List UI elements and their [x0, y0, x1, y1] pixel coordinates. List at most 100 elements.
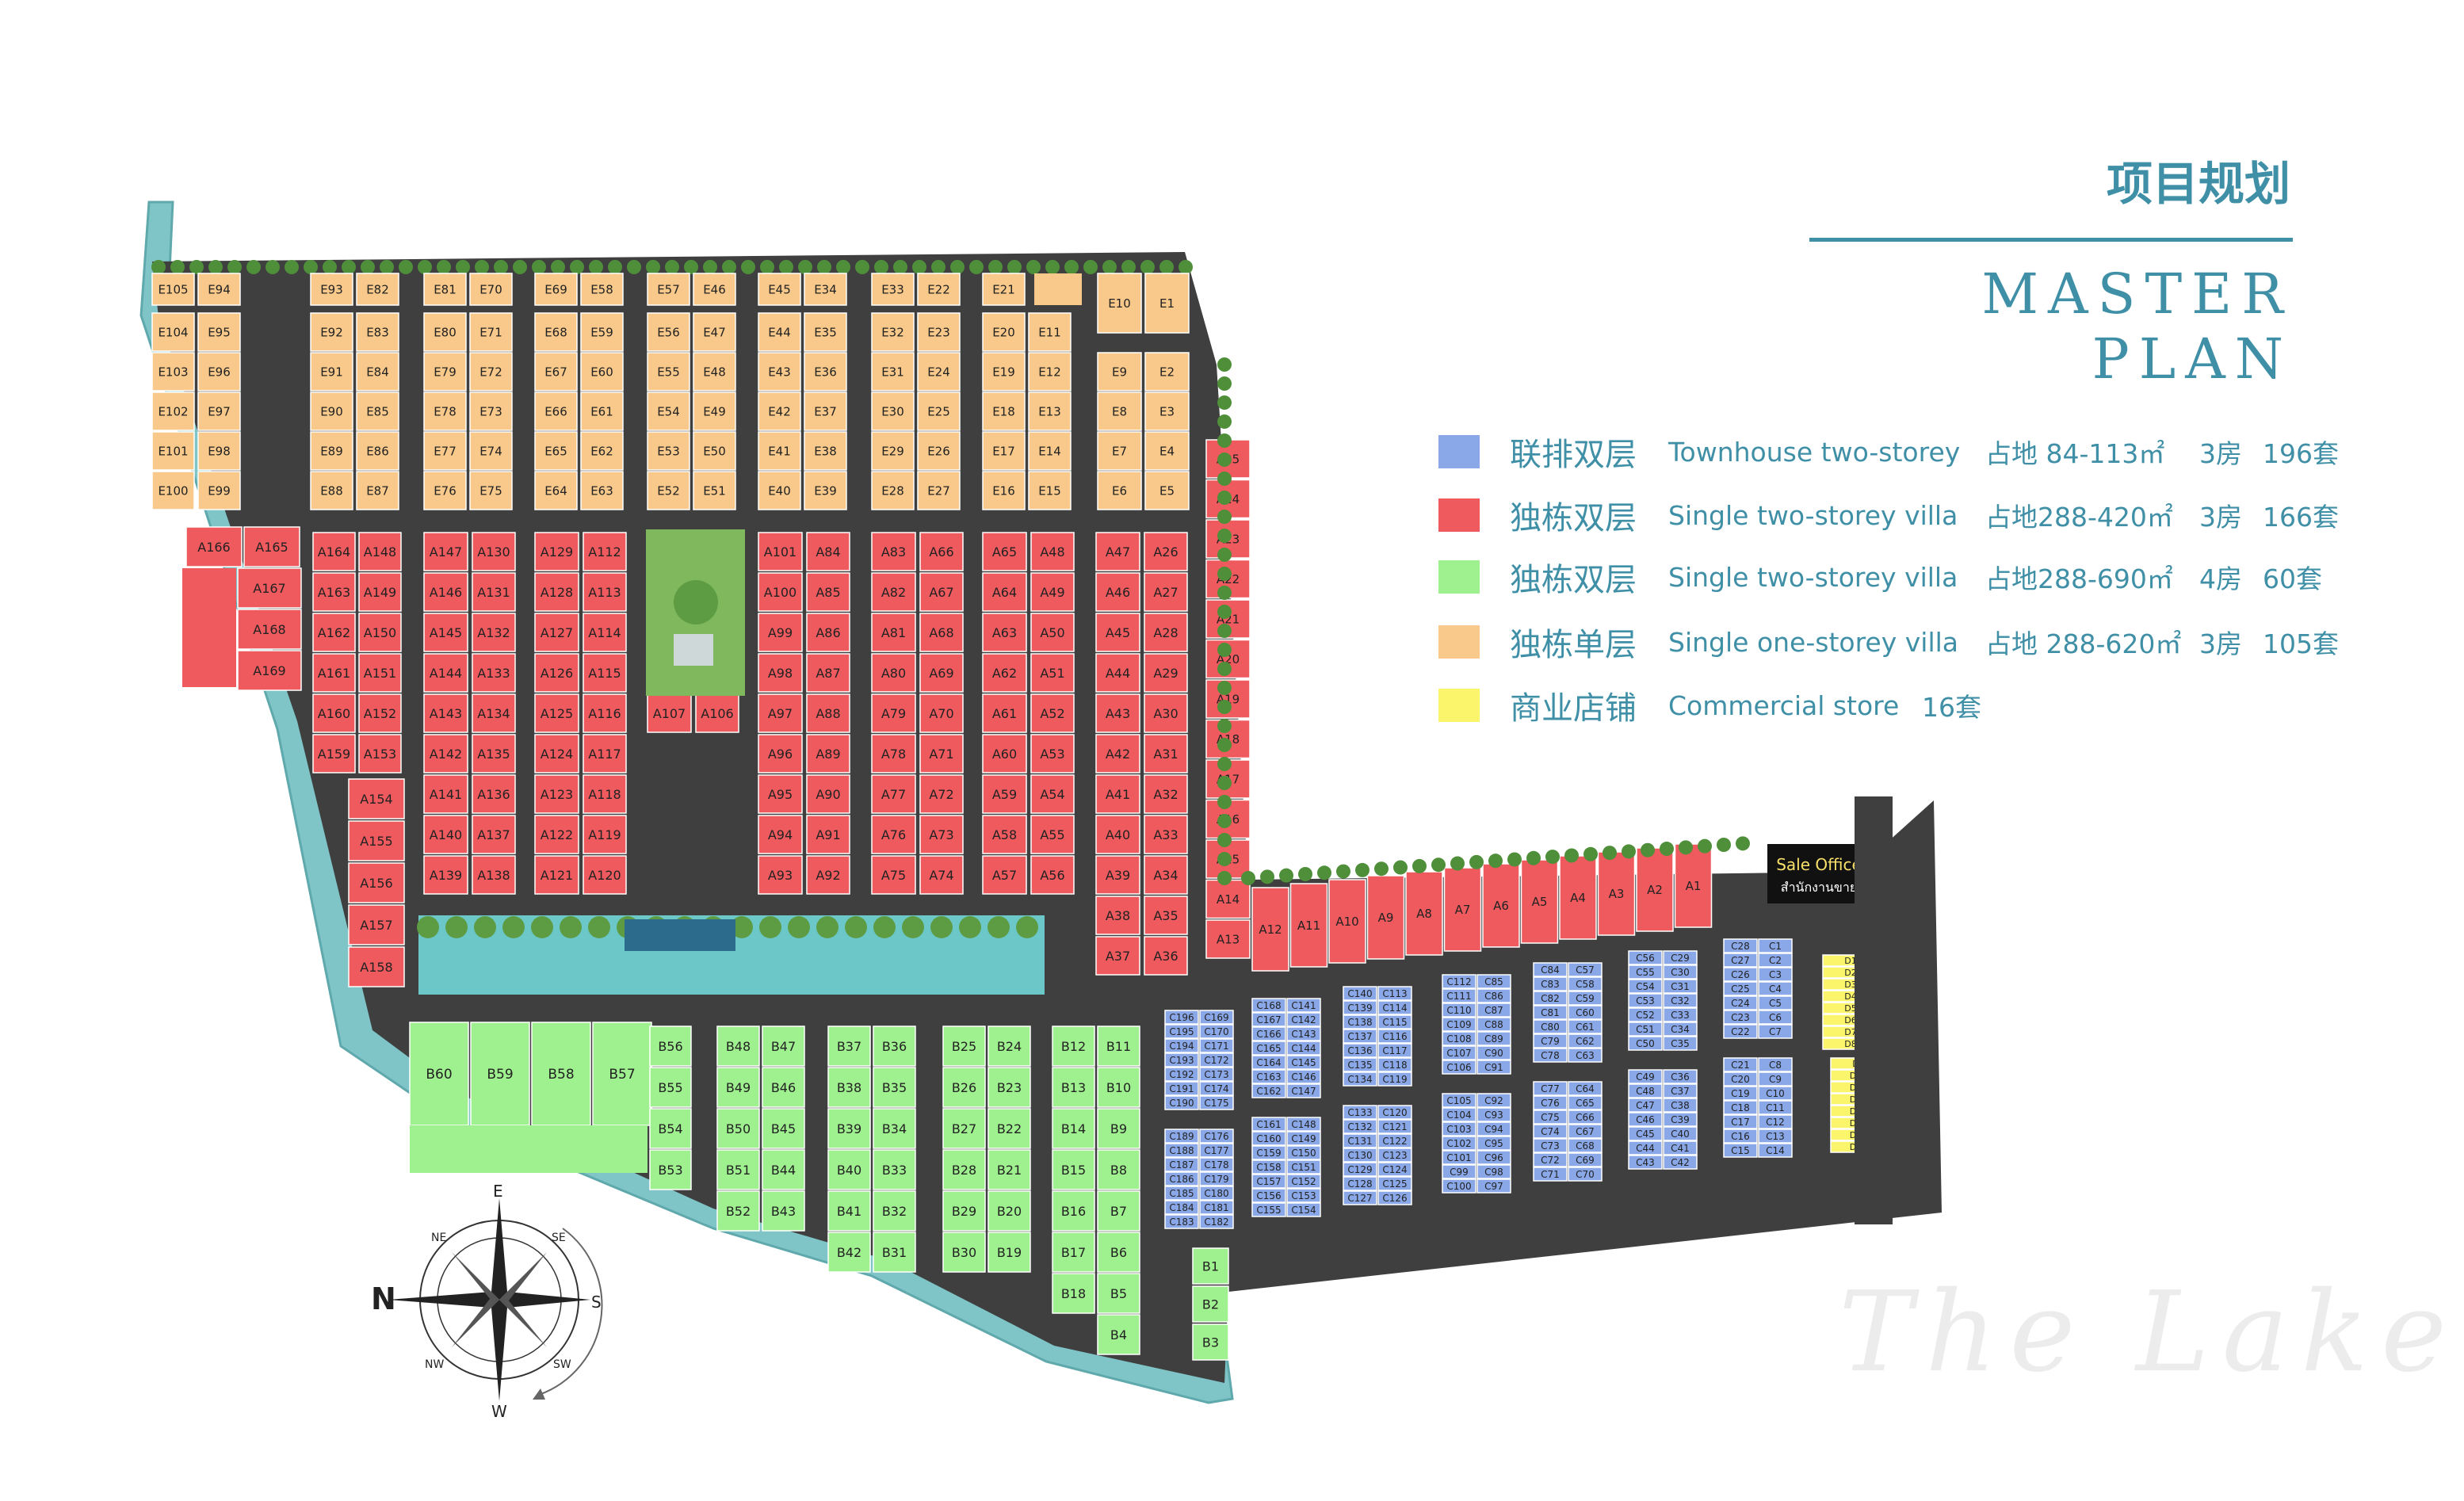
plot-shape	[310, 312, 353, 352]
plot-shape	[919, 572, 964, 612]
plot-shape	[1028, 312, 1072, 352]
plot-shape	[1097, 352, 1142, 391]
plot-label: E6	[1112, 483, 1127, 498]
plot-lot-c: C102	[1442, 1136, 1476, 1151]
plot-lot-e: E50	[693, 431, 736, 471]
hedge-tree	[1217, 567, 1232, 581]
plot-shape	[873, 1190, 916, 1232]
plot-shape	[917, 431, 961, 471]
plot-lot-c: C187	[1164, 1157, 1199, 1172]
hedge-tree	[1217, 510, 1232, 524]
plot-lot-e: E105	[151, 273, 195, 306]
plot-label: C1	[1769, 941, 1782, 952]
plot-label: B5	[1110, 1286, 1127, 1301]
plot-lot-c: C7	[1758, 1024, 1793, 1039]
plot-label: C104	[1446, 1110, 1471, 1121]
plot-label: C145	[1291, 1057, 1316, 1068]
plot-shape	[1095, 896, 1140, 935]
plot-lot-a: A8	[1405, 871, 1443, 956]
plot-shape	[1628, 1036, 1663, 1051]
plot-shape	[871, 855, 916, 895]
plot-shape	[1476, 1003, 1511, 1018]
plot-label: B46	[771, 1080, 796, 1095]
plot-lot-c: C92	[1476, 1093, 1511, 1108]
plot-label: C112	[1446, 976, 1471, 987]
plot-shape	[1377, 1014, 1412, 1029]
plot-shape	[1097, 1273, 1140, 1314]
plot-lot-c: C37	[1663, 1083, 1698, 1098]
plot-lot-e: E68	[534, 312, 578, 352]
lake-tree	[788, 916, 810, 938]
plot-shape	[871, 471, 915, 510]
plot-shape	[151, 273, 195, 306]
legend-label-cn: 独栋单层	[1510, 627, 1637, 663]
plot-label: A79	[881, 706, 906, 721]
plot-lot-a: A121	[534, 855, 579, 895]
plot-shape	[649, 1025, 692, 1067]
plot-shape	[982, 352, 1026, 391]
plot-lot-c: C73	[1533, 1138, 1568, 1153]
plot-label: A148	[364, 544, 396, 560]
plot-label: E88	[320, 483, 343, 498]
plot-label: A90	[816, 787, 840, 802]
plot-label: C56	[1636, 953, 1655, 964]
plot-shape	[1030, 532, 1075, 571]
plot-shape	[1286, 1188, 1321, 1203]
plot-lot-e: E61	[580, 391, 624, 431]
plot-shape	[1251, 1041, 1286, 1056]
plot-label: C157	[1256, 1176, 1281, 1187]
plot-shape	[758, 431, 801, 471]
plot-label: C49	[1636, 1071, 1655, 1083]
plot-lot-c: C50	[1628, 1036, 1663, 1051]
plot-shape	[1533, 1081, 1568, 1096]
plot-lot-e: E8	[1097, 391, 1142, 431]
plot-shape	[758, 273, 801, 306]
plot-shape	[348, 946, 405, 987]
plot-lot-b: B39	[827, 1108, 871, 1149]
plot-label: C116	[1382, 1031, 1407, 1042]
plot-lot-a: A142	[423, 734, 468, 773]
plot-shape	[1476, 1060, 1511, 1075]
plot-shape	[693, 352, 736, 391]
plot-label: E41	[768, 444, 791, 458]
plot-label: E42	[768, 404, 791, 418]
hedge-tree	[1217, 414, 1232, 429]
plot-label: C146	[1291, 1071, 1316, 1083]
plot-shape	[1377, 1190, 1412, 1205]
plot-label: E65	[544, 444, 567, 458]
plot-label: B38	[837, 1080, 861, 1095]
plot-lot-e: E30	[871, 391, 915, 431]
plot-lot-c: C15	[1723, 1143, 1758, 1158]
plot-label: C61	[1576, 1022, 1595, 1033]
plot-shape	[312, 572, 356, 612]
plot-label: A83	[881, 544, 906, 560]
plot-shape	[1028, 431, 1072, 471]
plot-shape	[1286, 1055, 1321, 1070]
hedge-tree	[1217, 795, 1232, 809]
plot-label: A69	[929, 666, 953, 681]
hedge-tree	[1217, 491, 1232, 505]
plot-shape	[409, 1022, 469, 1126]
plot-lot-c: C159	[1251, 1145, 1286, 1160]
plot-shape	[1030, 613, 1075, 652]
plot-lot-c: C80	[1533, 1019, 1568, 1034]
plot-shape	[1164, 1129, 1199, 1144]
plot-shape	[1286, 1131, 1321, 1146]
plot-shape	[827, 1232, 871, 1273]
plot-lot-c: C168	[1251, 998, 1286, 1013]
plot-lot-e: E55	[647, 352, 690, 391]
plot-label: A28	[1153, 625, 1178, 640]
plot-shape	[1442, 988, 1476, 1003]
plot-shape	[580, 312, 624, 352]
plot-shape	[1095, 815, 1140, 854]
plot-lot-b: B19	[988, 1232, 1031, 1273]
plot-lot-e: E3	[1144, 391, 1190, 431]
plot-label: B47	[771, 1039, 796, 1054]
hedge-tree	[1045, 260, 1060, 274]
plot-label: D1	[1844, 956, 1856, 966]
plot-shape	[1758, 953, 1793, 968]
plot-shape	[534, 312, 578, 352]
plot-lot-a: A15	[1205, 839, 1251, 879]
